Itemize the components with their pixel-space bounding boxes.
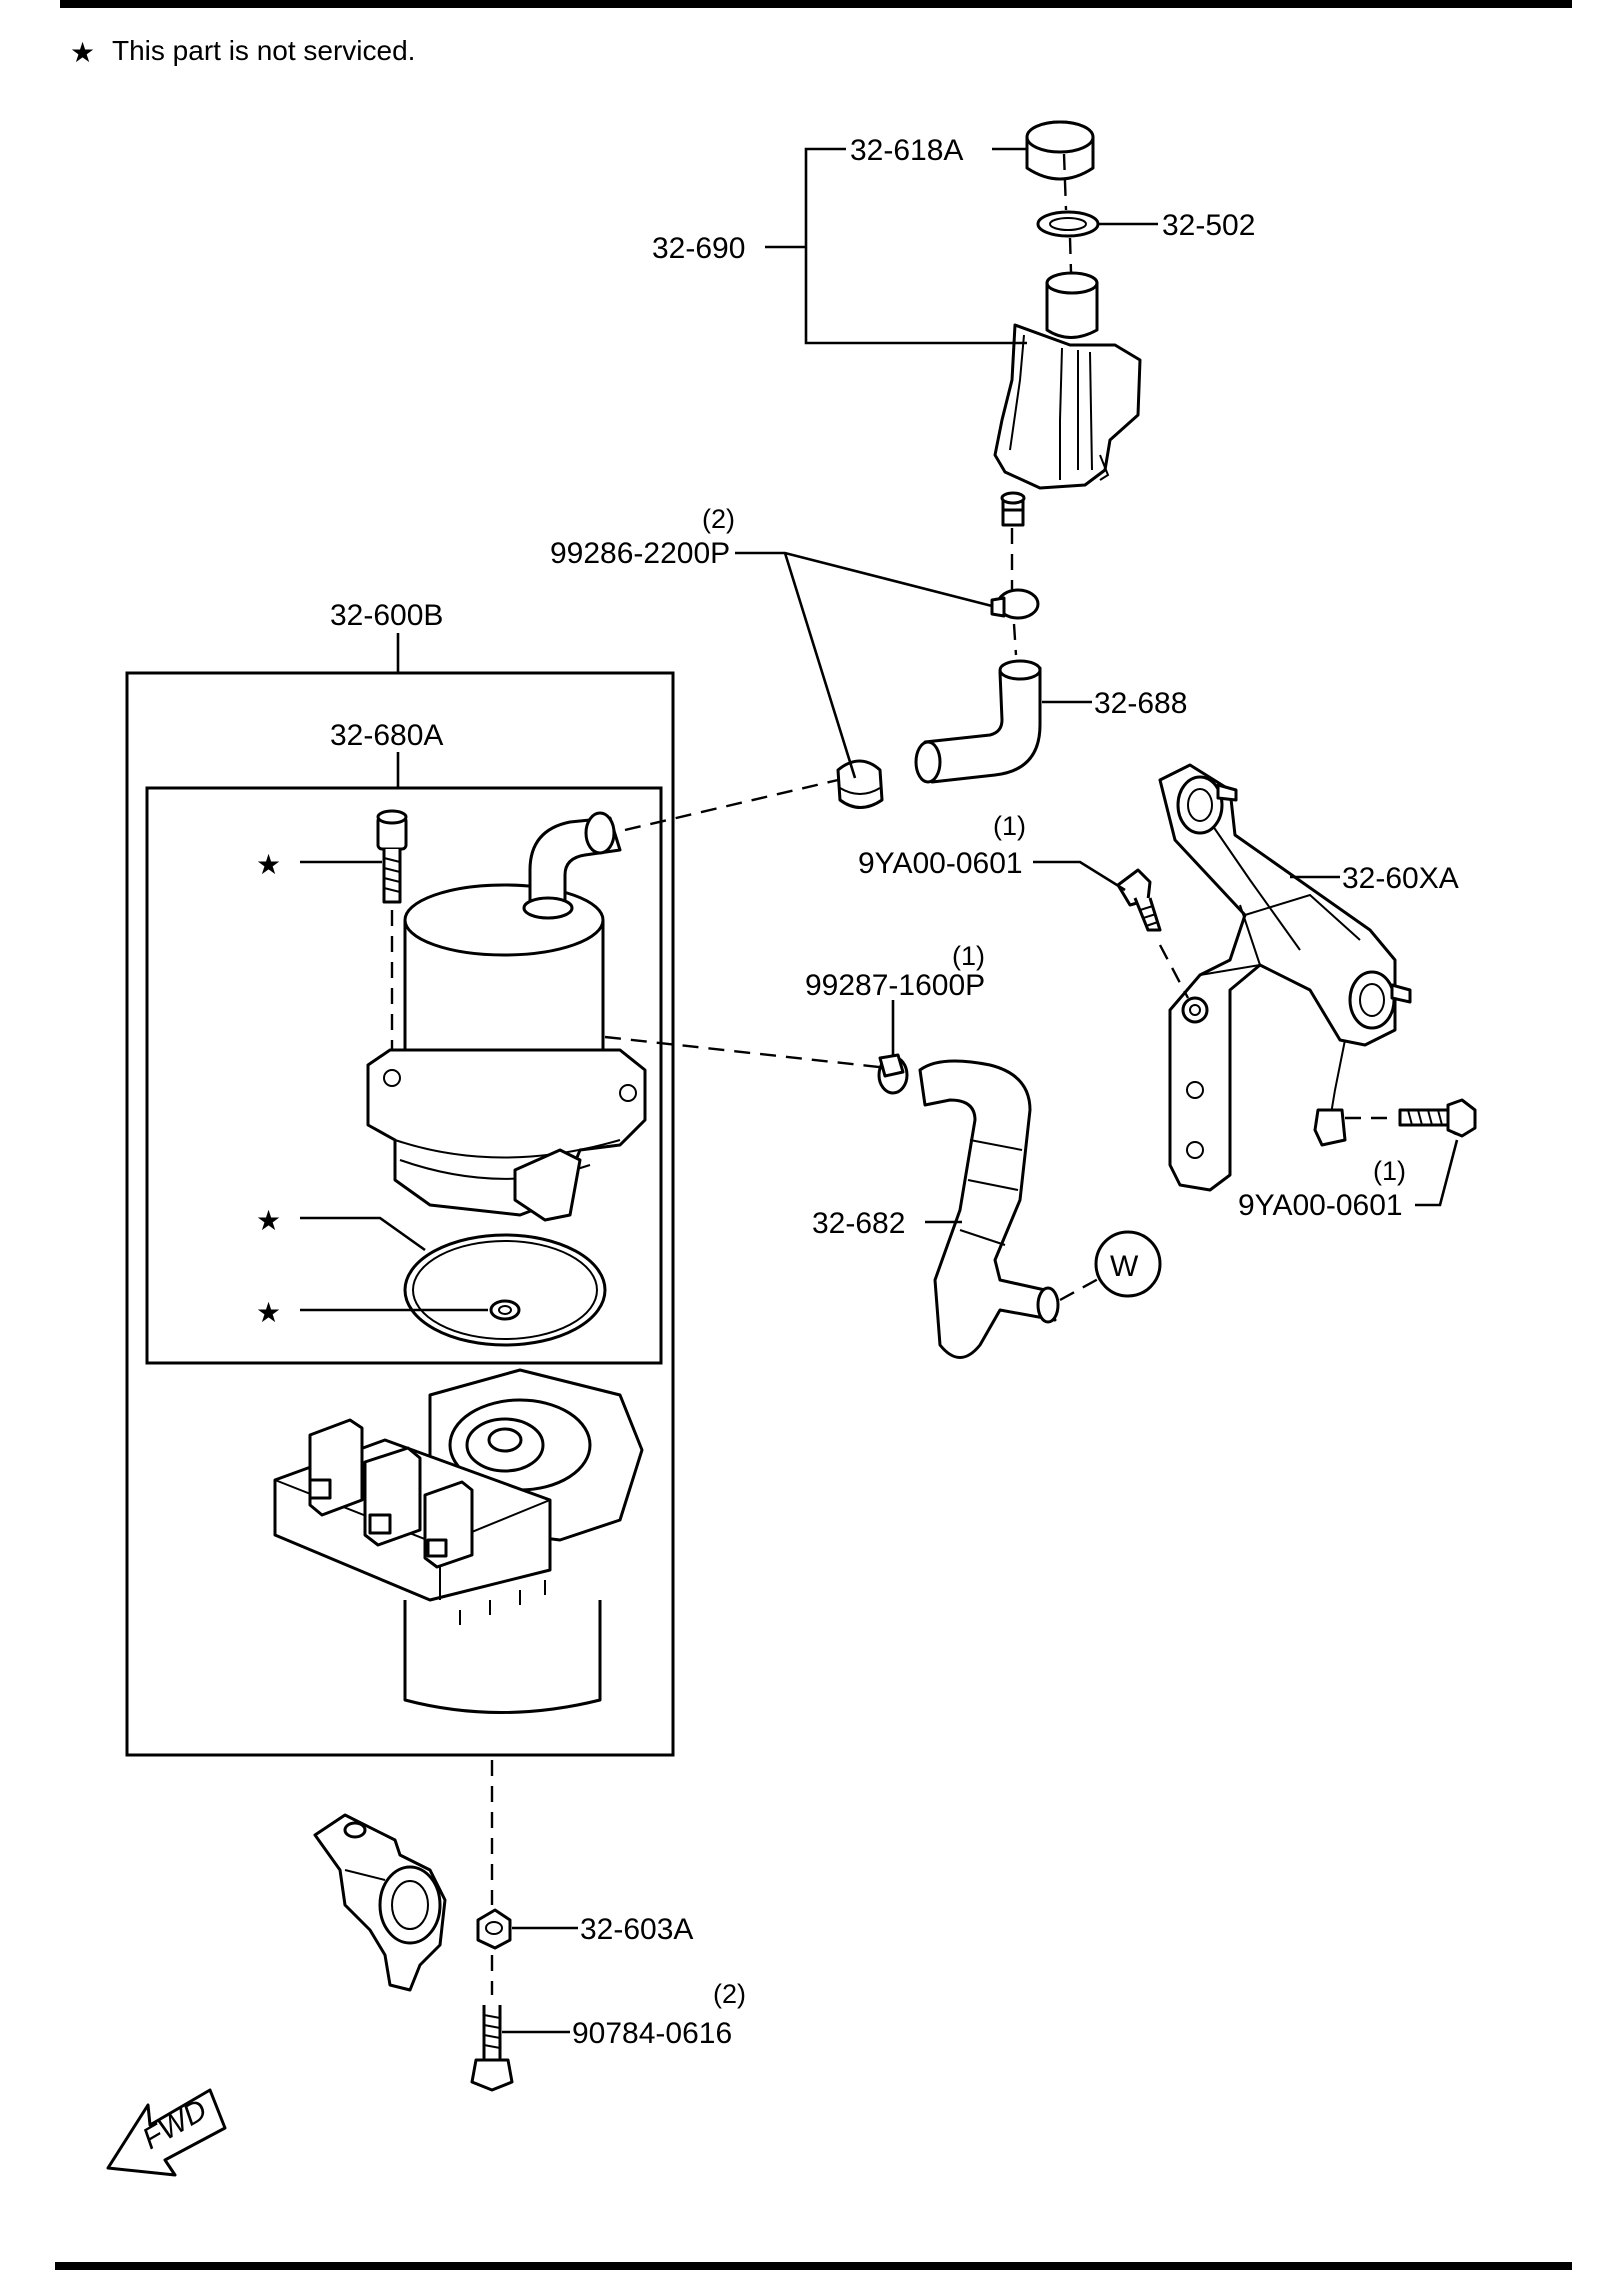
label-32-60XA: 32-60XA xyxy=(1342,862,1459,895)
axis-clamp-hose xyxy=(1012,623,1018,656)
mount-bracket[interactable] xyxy=(313,1813,447,1992)
motor-32-680A[interactable] xyxy=(366,811,647,1222)
axis-motor-hose-lower xyxy=(604,1035,889,1070)
reservoir-seal-ring[interactable] xyxy=(1036,210,1100,238)
star-nut: ★ xyxy=(256,1297,281,1328)
label-32-603A: 32-603A xyxy=(580,1913,693,1946)
label-9YA00-lower: 9YA00-0601 xyxy=(1238,1189,1403,1222)
axis-bolt-upper xyxy=(1158,944,1190,999)
bracket-32-690 xyxy=(804,147,1027,345)
leader-9YA00-lower xyxy=(1415,1139,1459,1207)
motor-nut[interactable] xyxy=(489,1299,521,1321)
note-star: ★ xyxy=(70,37,95,68)
bracket-bolt-upper[interactable] xyxy=(1116,868,1162,932)
label-90784-qty: (2) xyxy=(713,1979,746,2009)
motor-o-ring[interactable] xyxy=(403,1233,607,1347)
label-32-600B: 32-600B xyxy=(330,599,443,632)
mount-bolt-90784[interactable] xyxy=(470,2005,514,2092)
label-99286-2200P: 99286-2200P xyxy=(550,537,730,570)
fwd-arrow-icon: FWD xyxy=(106,2088,227,2177)
callout-w: W xyxy=(1094,1230,1162,1298)
label-90784-0616: 90784-0616 xyxy=(572,2017,732,2050)
label-32-690: 32-690 xyxy=(652,232,745,265)
star-oring: ★ xyxy=(256,1205,281,1236)
star-bolt: ★ xyxy=(256,849,281,880)
label-32-682: 32-682 xyxy=(812,1207,905,1240)
note-text: This part is not serviced. xyxy=(112,35,415,66)
box-32-600B xyxy=(125,671,675,1757)
leader-99286-2200P xyxy=(735,551,993,779)
label-32-618A: 32-618A xyxy=(850,134,963,167)
reservoir-tank[interactable] xyxy=(993,271,1142,527)
top-rule xyxy=(60,0,1572,8)
label-9YA00-lower-qty: (1) xyxy=(1373,1156,1406,1186)
axis-cap-ring xyxy=(1062,153,1068,211)
pump-housing[interactable] xyxy=(273,1368,644,1714)
label-99286-qty: (2) xyxy=(702,504,735,534)
leader-9YA00-upper xyxy=(1033,860,1126,892)
reservoir-cap[interactable] xyxy=(1025,120,1095,181)
hose-32-682[interactable] xyxy=(918,1059,1060,1359)
label-9YA00-upper: 9YA00-0601 xyxy=(858,847,1023,880)
bottom-rule xyxy=(55,2262,1572,2270)
leader-star-oring xyxy=(300,1216,426,1252)
label-99287-1600P: 99287-1600P xyxy=(805,969,985,1002)
hose-clamp-99287[interactable] xyxy=(877,1053,909,1095)
bracket-32-60XA[interactable] xyxy=(1158,763,1412,1192)
axis-motor-hose-upper xyxy=(624,778,839,832)
svg-text:W: W xyxy=(1110,1250,1139,1283)
label-32-502: 32-502 xyxy=(1162,209,1255,242)
motor-bolt[interactable] xyxy=(376,809,408,904)
label-32-680A: 32-680A xyxy=(330,719,443,752)
hose-clamp-lower[interactable] xyxy=(836,759,884,809)
bracket-bolt-lower[interactable] xyxy=(1398,1098,1477,1138)
label-9YA00-upper-qty: (1) xyxy=(993,811,1026,841)
axis-ring-tank xyxy=(1068,237,1073,273)
hose-32-688[interactable] xyxy=(914,659,1042,784)
hose-clamp-upper[interactable] xyxy=(990,588,1040,620)
label-32-688: 32-688 xyxy=(1094,687,1187,720)
label-99287-qty: (1) xyxy=(952,941,985,971)
axis-w xyxy=(1059,1276,1101,1302)
mount-nut-32-603A[interactable] xyxy=(476,1908,512,1950)
box-32-680A xyxy=(145,786,663,1365)
